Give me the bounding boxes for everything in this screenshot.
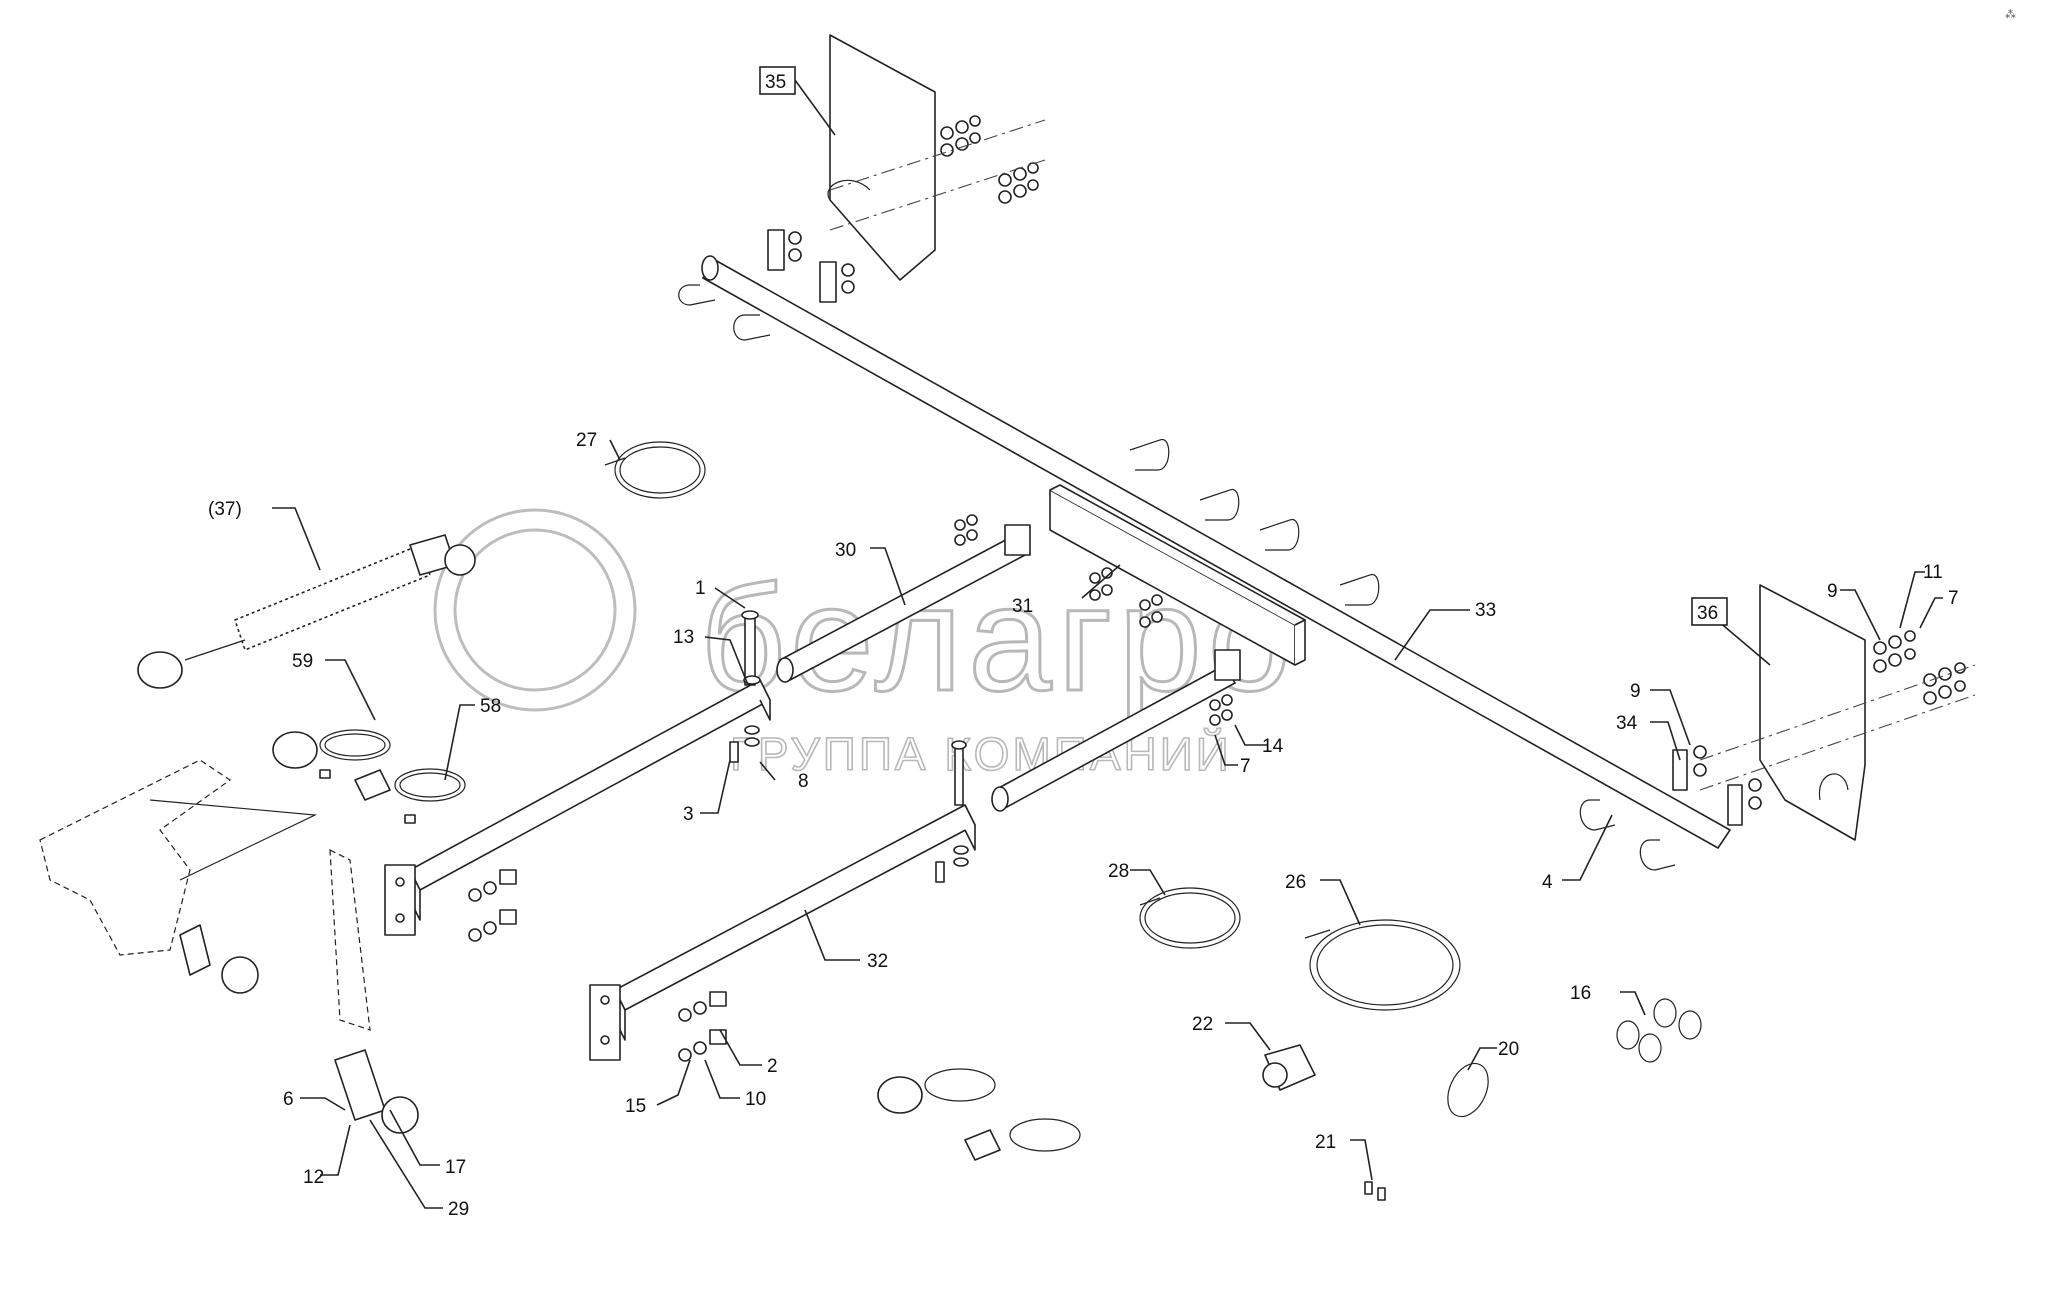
callout-37: (37) [208,499,242,520]
callout-7b: 7 [1240,756,1251,777]
rail-left [384,679,771,942]
harness-58 [354,768,466,824]
callout-box-35 [759,66,796,95]
callout-8: 8 [798,771,809,792]
callout-33: 33 [1475,600,1496,621]
clips-21 [1364,1181,1386,1201]
callout-9a: 9 [1827,581,1838,602]
callout-26: 26 [1285,872,1306,893]
callout-3: 3 [683,804,694,825]
cable-coil-26 [1304,919,1461,1011]
callout-leaders [272,79,1943,1209]
callout-20: 20 [1498,1039,1519,1060]
callout-9b: 9 [1630,681,1641,702]
ring-20 [1447,1062,1489,1118]
callout-7a: 7 [1948,588,1959,609]
vehicle-rear-fragment [39,759,419,1134]
callout-16: 16 [1570,983,1591,1004]
callout-12: 12 [303,1167,324,1188]
callout-15: 15 [625,1096,646,1117]
tube-30 [776,524,1031,683]
callout-1: 1 [695,578,706,599]
watermark-tagline: ГРУППА КОМПАНИЙ [730,728,1232,780]
callout-box-36 [1691,597,1728,626]
bolt-vertical-1 [729,610,761,763]
washer-set-right [1873,630,1966,705]
callout-28: 28 [1108,861,1129,882]
callout-6: 6 [283,1089,294,1110]
callout-58: 58 [480,696,501,717]
callout-35: 35 [765,72,786,93]
callout-31: 31 [1012,596,1033,617]
callout-17: 17 [445,1157,466,1178]
callout-4: 4 [1542,872,1553,893]
callout-27: 27 [576,430,597,451]
u-bolts [678,284,1676,871]
cable-coil-28 [1139,887,1241,949]
corner-mark: ⁂ [2005,9,2016,21]
nut-group-center [954,514,1233,726]
washer-set-top [940,115,1039,204]
callout-2: 2 [767,1056,778,1077]
callout-13: 13 [673,627,694,648]
callout-29: 29 [448,1199,469,1220]
rings-16 [1616,998,1702,1063]
bolt-vertical-rail32 [935,740,969,883]
callout-34: 34 [1616,713,1638,734]
callout-10: 10 [745,1089,766,1110]
callout-59: 59 [292,651,313,672]
lamp-harness-59 [272,729,391,779]
callout-32: 32 [867,951,888,972]
callout-11: 11 [1923,562,1943,583]
tube-long-33 [701,255,1731,849]
coiled-cable-37 [137,534,476,689]
callout-14: 14 [1262,736,1284,757]
lamp-harness-bottom [877,1068,1081,1161]
cross-plate-31 [1049,484,1306,666]
callout-22: 22 [1192,1014,1213,1035]
callout-30: 30 [835,540,856,561]
mudflap-right [1672,584,1866,841]
callout-36: 36 [1697,603,1718,624]
rail-32 [589,649,1241,1062]
cable-coil-27 [604,441,706,499]
mudflap-left [767,34,936,303]
callout-21: 21 [1315,1132,1336,1153]
switch-22 [1262,1044,1316,1091]
